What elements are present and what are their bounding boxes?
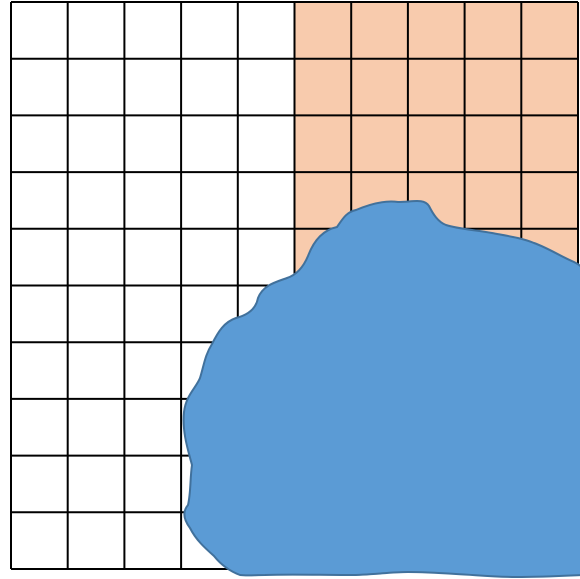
grid-cell-shaded (521, 2, 578, 59)
grid-cell-shaded (295, 59, 352, 116)
grid-cell (124, 59, 181, 116)
grid-cell (124, 399, 181, 456)
grid-cell (68, 456, 125, 513)
grid-cell-shaded (351, 115, 408, 172)
grid-cell (181, 2, 238, 59)
grid-cell-shaded (465, 2, 522, 59)
grid-cell (181, 115, 238, 172)
grid-cell (238, 115, 295, 172)
grid-cell (68, 512, 125, 569)
grid-cell-shaded (295, 2, 352, 59)
grid-cell (124, 286, 181, 343)
grid-cell (181, 59, 238, 116)
grid-cell (124, 229, 181, 286)
grid-cell (11, 286, 68, 343)
grid-cell-shaded (521, 172, 578, 229)
grid-cell-shaded (408, 59, 465, 116)
grid-cell (124, 512, 181, 569)
grid-cell (11, 115, 68, 172)
grid-cell-shaded (521, 59, 578, 116)
grid-cell (124, 456, 181, 513)
grid-cell-shaded (521, 115, 578, 172)
grid-cell-shaded (408, 115, 465, 172)
grid-cell (11, 59, 68, 116)
grid-cell-shaded (465, 172, 522, 229)
grid-cell (68, 399, 125, 456)
grid-cell (11, 342, 68, 399)
grid-cell-shaded (351, 2, 408, 59)
grid-cell (68, 286, 125, 343)
grid-cell (68, 342, 125, 399)
grid-cell (11, 456, 68, 513)
grid-cell (11, 229, 68, 286)
grid-cell (238, 2, 295, 59)
grid-cell (238, 229, 295, 286)
grid-cell-shaded (408, 2, 465, 59)
grid-cell-shaded (465, 59, 522, 116)
grid-cell (181, 172, 238, 229)
grid-cell (238, 59, 295, 116)
grid-cell (124, 342, 181, 399)
grid-cell (11, 512, 68, 569)
grid-cell (124, 2, 181, 59)
grid-cell (68, 115, 125, 172)
grid-cell (11, 172, 68, 229)
grid-cell (124, 115, 181, 172)
grid-cell (11, 2, 68, 59)
grid-cell (68, 59, 125, 116)
grid-cell-shaded (465, 115, 522, 172)
grid-cell (238, 172, 295, 229)
grid-cell (124, 172, 181, 229)
grid-cell-shaded (351, 59, 408, 116)
grid-cell-shaded (295, 115, 352, 172)
grid-cell (68, 172, 125, 229)
grid-cell (68, 2, 125, 59)
grid-cell (11, 399, 68, 456)
grid-cell (181, 229, 238, 286)
grid-cell (68, 229, 125, 286)
